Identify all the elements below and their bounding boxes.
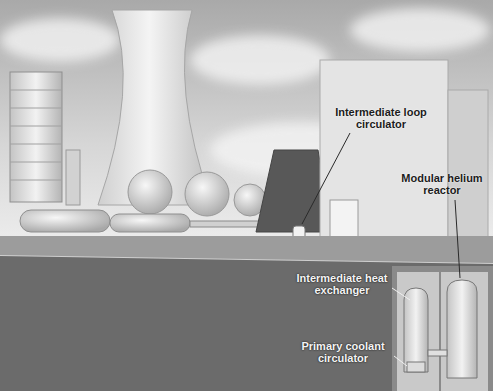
callout-holder: Intermediate loop circulator — [322, 106, 440, 130]
callout-label: Primary coolant circulator — [296, 340, 390, 364]
leader-lines — [302, 133, 460, 278]
callout-label: Intermediate heat exchanger — [296, 272, 388, 296]
sky — [0, 0, 493, 240]
reactor-vault — [392, 266, 493, 391]
callout-holder: Modular helium reactor — [396, 172, 488, 196]
callout-holder: Intermediate heat exchanger — [296, 272, 388, 296]
reactor-building — [320, 60, 488, 240]
callout-label: Modular helium reactor — [396, 172, 488, 196]
spherical-tanks — [128, 170, 266, 216]
callout-label: Intermediate loop circulator — [322, 106, 440, 130]
storage-tank — [10, 72, 80, 205]
callout-holder: Primary coolant circulator — [296, 340, 390, 364]
underground — [0, 256, 493, 391]
leader-lines-underground — [392, 288, 410, 366]
